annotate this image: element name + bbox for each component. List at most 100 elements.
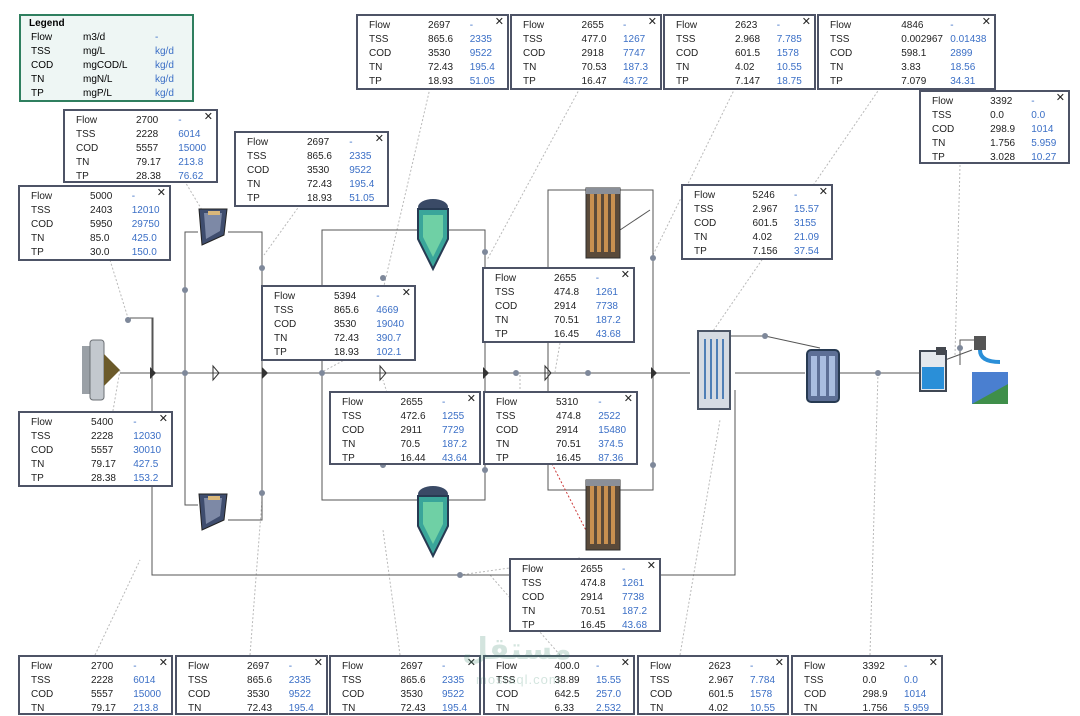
- concentration-value: 3392: [990, 96, 1013, 107]
- clarifier-bottom-icon[interactable]: [415, 482, 451, 560]
- close-icon[interactable]: ✕: [647, 16, 657, 28]
- load-value: 374.5: [598, 439, 624, 450]
- param-label: TP: [31, 473, 44, 484]
- close-icon[interactable]: ✕: [466, 393, 476, 405]
- close-icon[interactable]: ✕: [801, 16, 811, 28]
- influent-pump-icon[interactable]: [82, 336, 122, 404]
- concentration-value: 5310: [555, 397, 579, 408]
- concentration-value: 2228: [90, 675, 114, 686]
- concentration-value: 18.93: [306, 193, 332, 204]
- load-value: 1267: [623, 34, 646, 45]
- clarifier-top-icon[interactable]: [415, 195, 451, 273]
- load-value: 153.2: [133, 473, 159, 484]
- close-icon[interactable]: ✕: [646, 560, 656, 572]
- close-icon[interactable]: ✕: [494, 16, 504, 28]
- close-icon[interactable]: ✕: [203, 111, 213, 123]
- close-icon[interactable]: ✕: [928, 657, 938, 669]
- param-label: TP: [369, 76, 382, 87]
- close-icon[interactable]: ✕: [981, 16, 991, 28]
- close-icon[interactable]: ✕: [818, 186, 828, 198]
- membrane-tank-icon[interactable]: [693, 327, 735, 413]
- concentration-value: 2697: [428, 20, 451, 31]
- concentration-value: 16.44: [400, 453, 426, 464]
- legend-unit: mgCOD/L: [83, 60, 128, 71]
- load-value: 29750: [131, 219, 160, 230]
- close-icon[interactable]: ✕: [401, 287, 411, 299]
- membrane-filter-icon[interactable]: [803, 344, 843, 408]
- concentration-value: 865.6: [428, 34, 454, 45]
- param-label: COD: [31, 219, 54, 230]
- effluent-tank-icon[interactable]: [918, 345, 950, 395]
- legend-unit: m3/d: [83, 32, 106, 43]
- close-icon[interactable]: ✕: [620, 269, 630, 281]
- legend-unit-load: kg/d: [155, 88, 174, 99]
- param-label: TN: [369, 62, 383, 73]
- concentration-value: 865.6: [333, 305, 359, 316]
- concentration-value: 2655: [554, 273, 577, 284]
- concentration-value: 3530: [428, 48, 451, 59]
- param-label: Flow: [31, 417, 53, 428]
- close-icon[interactable]: ✕: [374, 133, 384, 145]
- concentration-value: 2697: [400, 661, 423, 672]
- concentration-value: 3530: [333, 319, 357, 330]
- concentration-value: 4846: [901, 20, 924, 31]
- effluent-discharge-icon[interactable]: [970, 336, 1010, 406]
- param-label: COD: [31, 689, 54, 700]
- close-icon[interactable]: ✕: [1055, 92, 1065, 104]
- primary-settler-top-icon[interactable]: [196, 205, 230, 251]
- close-icon[interactable]: ✕: [774, 657, 784, 669]
- param-label: Flow: [369, 20, 391, 31]
- close-icon[interactable]: ✕: [156, 187, 166, 199]
- close-icon[interactable]: ✕: [313, 657, 323, 669]
- close-icon[interactable]: ✕: [620, 657, 630, 669]
- concentration-value: 865.6: [306, 151, 332, 162]
- param-label: COD: [496, 425, 519, 436]
- param-label: COD: [932, 124, 955, 135]
- bioreactor-bottom-icon[interactable]: [584, 478, 622, 552]
- legend-param: TSS: [31, 46, 51, 57]
- close-icon[interactable]: ✕: [158, 657, 168, 669]
- close-icon[interactable]: ✕: [623, 393, 633, 405]
- concentration-value: 2403: [90, 205, 113, 216]
- close-icon[interactable]: ✕: [466, 657, 476, 669]
- bioreactor-top-icon[interactable]: [584, 186, 622, 260]
- concentration-value: 5246: [752, 190, 775, 201]
- load-value: 2335: [442, 675, 465, 686]
- param-label: TP: [522, 620, 535, 631]
- primary-settler-bottom-icon[interactable]: [196, 490, 230, 536]
- load-value: 87.36: [598, 453, 624, 464]
- param-label: TP: [830, 76, 843, 87]
- legend-unit: mgN/L: [83, 74, 113, 85]
- close-icon[interactable]: ✕: [158, 413, 168, 425]
- param-label: Flow: [31, 661, 53, 672]
